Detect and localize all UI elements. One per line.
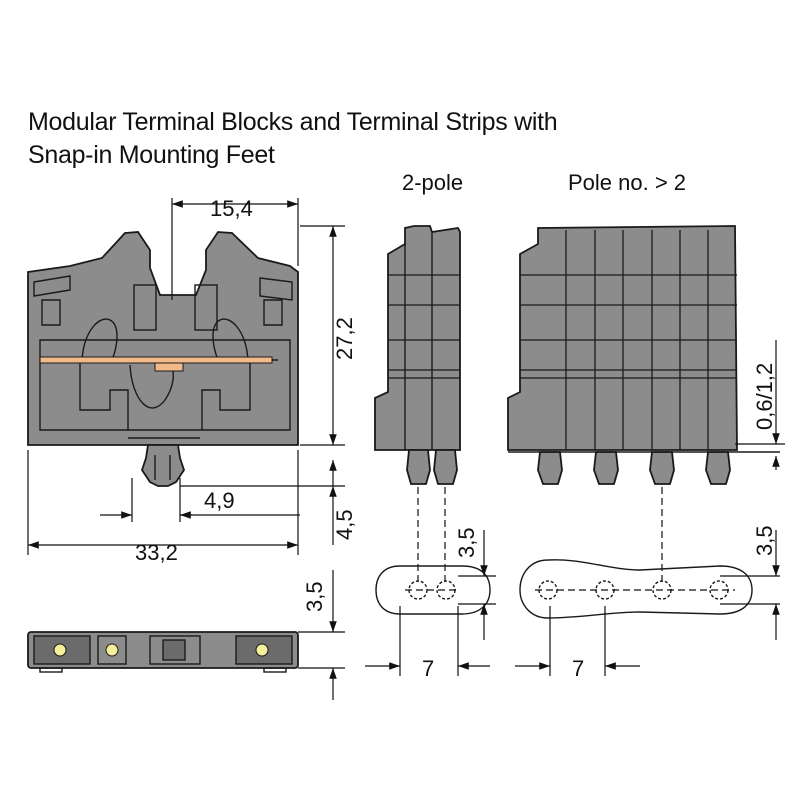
multi-pole-jumper bbox=[519, 559, 753, 619]
dim-hole-multi: 3,5 bbox=[752, 525, 777, 556]
dim-pitch-multi: 7 bbox=[572, 656, 584, 681]
two-pole-dimensions: 7 3,5 bbox=[365, 527, 496, 681]
dim-total-width: 33,2 bbox=[135, 540, 178, 565]
dim-foot-height: 4,5 bbox=[332, 509, 357, 540]
multi-pole-dimensions: 7 3,5 0,6/1,2 bbox=[515, 340, 785, 681]
diagram-title: Modular Terminal Blocks and Terminal Str… bbox=[28, 106, 558, 172]
front-dimensions: 15,4 27,2 4,9 4,5 33,2 bbox=[27, 196, 357, 565]
dim-hole-2pole: 3,5 bbox=[454, 527, 479, 558]
multi-pole-view bbox=[507, 225, 780, 585]
led-indicator-1 bbox=[53, 643, 67, 657]
two-pole-jumper bbox=[375, 565, 491, 615]
dim-thickness: 0,6/1,2 bbox=[752, 363, 777, 430]
led-indicator-3 bbox=[255, 643, 269, 657]
dim-foot-offset: 4,9 bbox=[204, 488, 235, 513]
two-pole-view bbox=[374, 225, 461, 585]
dim-pitch-2pole: 7 bbox=[422, 656, 434, 681]
dim-bottom-height: 3,5 bbox=[302, 581, 327, 612]
dim-top-width: 15,4 bbox=[210, 196, 253, 221]
title-line-2: Snap-in Mounting Feet bbox=[28, 141, 275, 169]
front-view bbox=[27, 231, 299, 487]
dim-height: 27,2 bbox=[332, 317, 357, 360]
title-line-1: Modular Terminal Blocks and Terminal Str… bbox=[28, 108, 558, 136]
bottom-dimensions: 3,5 bbox=[298, 570, 345, 700]
label-2-pole: 2-pole bbox=[402, 170, 463, 195]
label-multi-pole: Pole no. > 2 bbox=[568, 170, 686, 195]
bottom-view bbox=[27, 631, 299, 673]
led-indicator-2 bbox=[105, 643, 119, 657]
